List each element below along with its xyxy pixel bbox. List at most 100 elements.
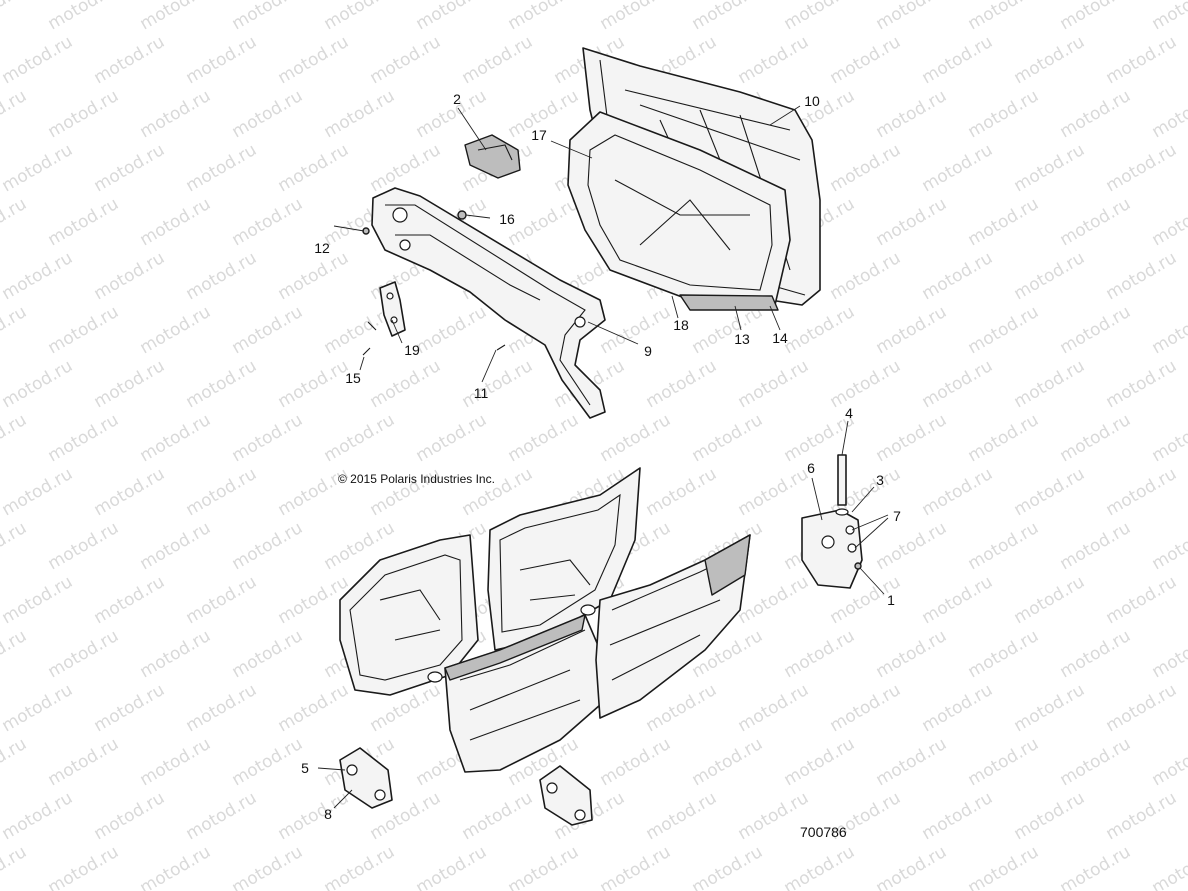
- watermark-text: motod.ru: [0, 680, 76, 736]
- watermark-text: motod.ru: [643, 788, 721, 844]
- watermark-text: motod.ru: [183, 464, 261, 520]
- watermark-text: motod.ru: [965, 0, 1043, 34]
- watermark-text: motod.ru: [965, 518, 1043, 574]
- watermark-text: motod.ru: [229, 734, 307, 790]
- callout-16: 16: [499, 211, 515, 227]
- watermark-text: motod.ru: [275, 140, 353, 196]
- watermark-text: motod.ru: [413, 410, 491, 466]
- watermark-text: motod.ru: [183, 32, 261, 88]
- watermark-text: motod.ru: [45, 626, 123, 682]
- callout-5: 5: [301, 760, 309, 776]
- watermark-text: motod.ru: [919, 248, 997, 304]
- callout-17: 17: [531, 127, 547, 143]
- leader-lines: [317, 105, 889, 809]
- watermark-text: motod.ru: [45, 410, 123, 466]
- watermark-text: motod.ru: [321, 842, 399, 891]
- watermark-text: motod.ru: [0, 464, 76, 520]
- watermark-text: motod.ru: [321, 0, 399, 34]
- watermark-text: motod.ru: [137, 0, 215, 34]
- watermark-text: motod.ru: [1011, 464, 1089, 520]
- callout-10: 10: [804, 93, 820, 109]
- watermark-text: motod.ru: [965, 626, 1043, 682]
- watermark-text: motod.ru: [781, 302, 859, 358]
- watermark-text: motod.ru: [1149, 734, 1188, 790]
- watermark-text: motod.ru: [597, 842, 675, 891]
- watermark-text: motod.ru: [505, 0, 583, 34]
- watermark-text: motod.ru: [827, 680, 905, 736]
- watermark-text: motod.ru: [45, 734, 123, 790]
- watermark-text: motod.ru: [91, 140, 169, 196]
- watermark-text: motod.ru: [781, 842, 859, 891]
- watermark-text: motod.ru: [1011, 140, 1089, 196]
- watermark-text: motod.ru: [873, 0, 951, 34]
- watermark-text: motod.ru: [735, 464, 813, 520]
- watermark-text: motod.ru: [459, 356, 537, 412]
- watermark-text: motod.ru: [1103, 680, 1181, 736]
- watermark-text: motod.ru: [827, 356, 905, 412]
- watermark-text: motod.ru: [919, 680, 997, 736]
- watermark-text: motod.ru: [1057, 0, 1135, 34]
- callout-18: 18: [673, 317, 689, 333]
- watermark-text: motod.ru: [1149, 86, 1188, 142]
- hinge-plate-right: [539, 765, 593, 826]
- watermark-text: motod.ru: [183, 248, 261, 304]
- watermark-text: motod.ru: [735, 572, 813, 628]
- watermark-text: motod.ru: [1057, 734, 1135, 790]
- watermark-text: motod.ru: [1057, 518, 1135, 574]
- watermark-text: motod.ru: [137, 626, 215, 682]
- watermark-text: motod.ru: [137, 518, 215, 574]
- watermark-text: motod.ru: [367, 356, 445, 412]
- watermark-text: motod.ru: [413, 302, 491, 358]
- watermark-text: motod.ru: [873, 86, 951, 142]
- watermark-text: motod.ru: [459, 788, 537, 844]
- watermark-text: motod.ru: [505, 842, 583, 891]
- watermark-text: motod.ru: [321, 86, 399, 142]
- watermark-text: motod.ru: [597, 302, 675, 358]
- watermark-text: motod.ru: [1103, 788, 1181, 844]
- watermark-text: motod.ru: [0, 194, 30, 250]
- callout-13: 13: [734, 331, 750, 347]
- watermark-text: motod.ru: [229, 302, 307, 358]
- watermark-text: motod.ru: [459, 32, 537, 88]
- watermark-text: motod.ru: [1057, 410, 1135, 466]
- watermark-text: motod.ru: [45, 302, 123, 358]
- watermark-text: motod.ru: [229, 0, 307, 34]
- watermark-text: motod.ru: [91, 680, 169, 736]
- watermark-text: motod.ru: [137, 302, 215, 358]
- watermark-text: motod.ru: [0, 842, 30, 891]
- hinge-bracket: [379, 281, 406, 337]
- watermark-text: motod.ru: [0, 302, 30, 358]
- watermark-text: motod.ru: [1149, 194, 1188, 250]
- watermark-text: motod.ru: [137, 842, 215, 891]
- callout-11: 11: [474, 385, 489, 401]
- watermark-text: motod.ru: [1103, 140, 1181, 196]
- watermark-text: motod.ru: [275, 680, 353, 736]
- watermark-text: motod.ru: [919, 32, 997, 88]
- watermark-text: motod.ru: [919, 464, 997, 520]
- watermark-text: motod.ru: [919, 788, 997, 844]
- watermark-text: motod.ru: [1149, 0, 1188, 34]
- watermark-text: motod.ru: [137, 194, 215, 250]
- callout-6: 6: [807, 460, 815, 476]
- callout-4: 4: [845, 405, 853, 421]
- watermark-text: motod.ru: [91, 788, 169, 844]
- watermark-text: motod.ru: [1103, 464, 1181, 520]
- watermark-text: motod.ru: [965, 734, 1043, 790]
- watermark-text: motod.ru: [0, 86, 30, 142]
- watermark-text: motod.ru: [965, 842, 1043, 891]
- watermark-text: motod.ru: [781, 734, 859, 790]
- watermark-text: motod.ru: [1011, 32, 1089, 88]
- watermark-text: motod.ru: [137, 410, 215, 466]
- watermark-text: motod.ru: [413, 86, 491, 142]
- watermark-text: motod.ru: [0, 32, 76, 88]
- watermark-text: motod.ru: [137, 86, 215, 142]
- watermark-text: motod.ru: [1149, 518, 1188, 574]
- watermark-text: motod.ru: [183, 680, 261, 736]
- watermark-text: motod.ru: [597, 410, 675, 466]
- watermark-text: motod.ru: [183, 572, 261, 628]
- callout-2: 2: [453, 91, 461, 107]
- watermark-text: motod.ru: [1011, 356, 1089, 412]
- watermark-text: motod.ru: [781, 0, 859, 34]
